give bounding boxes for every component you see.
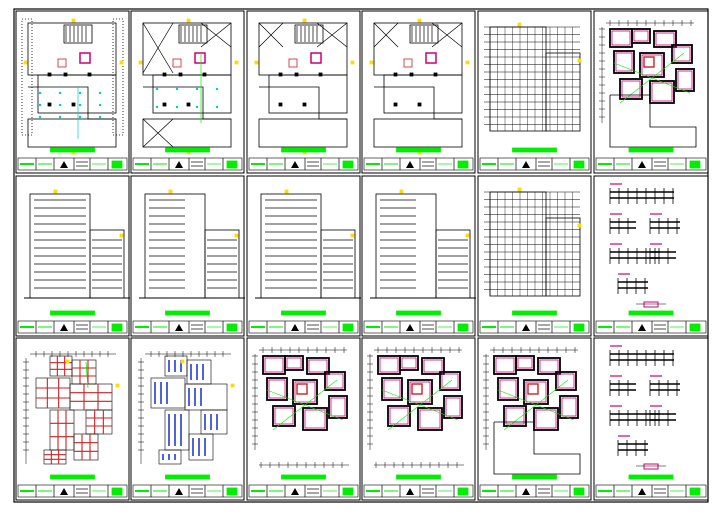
north-arrow-icon bbox=[406, 488, 414, 495]
north-arrow-icon bbox=[60, 161, 68, 168]
sheet-r1c1 bbox=[15, 10, 130, 174]
sheet-r2c6 bbox=[593, 175, 709, 337]
sheet-r3c1 bbox=[15, 337, 130, 501]
sheet-r2c1 bbox=[15, 175, 130, 337]
north-arrow-icon bbox=[522, 161, 530, 168]
north-arrow-icon bbox=[406, 161, 414, 168]
sheet-r1c4 bbox=[361, 10, 476, 174]
north-arrow-icon bbox=[638, 324, 646, 331]
sheet-r2c3 bbox=[246, 175, 361, 337]
sheet-r1c5 bbox=[477, 10, 592, 174]
sheet-r2c2 bbox=[130, 175, 245, 337]
north-arrow-icon bbox=[291, 161, 299, 168]
north-arrow-icon bbox=[291, 324, 299, 331]
sheet-r1c2 bbox=[130, 10, 245, 174]
sheet-r1c6 bbox=[593, 10, 709, 174]
north-arrow-icon bbox=[638, 161, 646, 168]
north-arrow-icon bbox=[175, 324, 183, 331]
north-arrow-icon bbox=[522, 324, 530, 331]
sheet-r3c6 bbox=[593, 337, 709, 501]
sheet-r2c4 bbox=[361, 175, 476, 337]
sheet-r1c3 bbox=[246, 10, 361, 174]
north-arrow-icon bbox=[638, 488, 646, 495]
sheet-r3c5 bbox=[477, 337, 592, 501]
north-arrow-icon bbox=[60, 324, 68, 331]
sheet-r3c4 bbox=[361, 337, 476, 501]
sheet-r2c5 bbox=[477, 175, 592, 337]
north-arrow-icon bbox=[60, 488, 68, 495]
north-arrow-icon bbox=[175, 161, 183, 168]
north-arrow-icon bbox=[291, 488, 299, 495]
north-arrow-icon bbox=[522, 488, 530, 495]
sheet-r3c3 bbox=[246, 337, 361, 501]
north-arrow-icon bbox=[406, 324, 414, 331]
sheet-r3c2 bbox=[130, 337, 245, 501]
north-arrow-icon bbox=[175, 488, 183, 495]
